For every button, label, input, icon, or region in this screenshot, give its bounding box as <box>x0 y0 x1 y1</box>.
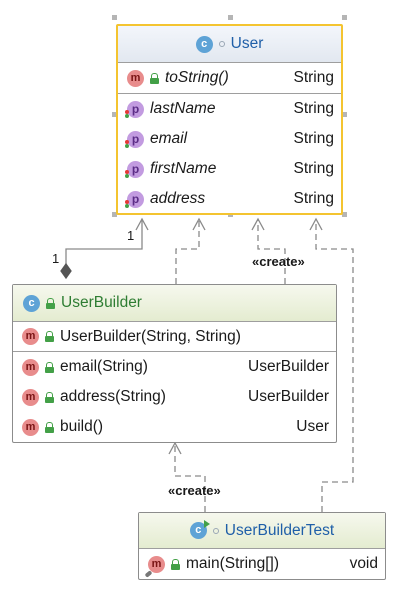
method-name: email(String) <box>60 358 148 375</box>
create-builder-user-arrowhead <box>251 217 265 231</box>
visibility-dot-icon <box>212 527 219 534</box>
field-type: String <box>293 100 335 117</box>
create-stereotype-label: «create» <box>168 483 221 498</box>
field-row[interactable]: p email String <box>118 124 341 154</box>
public-lock-icon <box>46 297 55 309</box>
constructors-section: m UserBuilder(String, String) <box>13 322 336 351</box>
method-return-type: User <box>296 418 329 435</box>
dependency-builder-user-line <box>175 219 200 284</box>
property-icon: p <box>125 100 144 118</box>
composition-arrowhead <box>135 217 149 231</box>
field-type: String <box>293 190 335 207</box>
field-name: lastName <box>150 100 216 117</box>
class-user-builder[interactable]: c UserBuilder m UserBuilder(String, Stri… <box>12 284 337 443</box>
property-icon: p <box>125 160 144 178</box>
selection-handle[interactable] <box>228 15 233 20</box>
method-row[interactable]: m main(String[]) void <box>139 549 385 579</box>
method-name: build() <box>60 418 104 435</box>
dependency-test-user-arrowhead <box>309 217 323 231</box>
methods-section: m main(String[]) void <box>139 549 385 579</box>
property-icon: p <box>125 130 144 148</box>
selection-handle[interactable] <box>342 112 347 117</box>
field-row[interactable]: p lastName String <box>118 94 341 124</box>
field-name: address <box>150 190 206 207</box>
composition-target-multiplicity: 1 <box>127 228 135 243</box>
method-row[interactable]: m build() User <box>13 412 336 442</box>
field-type: String <box>293 130 335 147</box>
property-icon: p <box>125 190 144 208</box>
field-name: email <box>150 130 188 147</box>
selection-handle[interactable] <box>112 112 117 117</box>
class-name: User <box>230 35 264 52</box>
class-name: UserBuilder <box>61 294 142 311</box>
class-name: UserBuilderTest <box>224 521 335 539</box>
dependency-test-user-line <box>315 219 354 512</box>
class-header: c User <box>118 26 341 63</box>
class-icon: c <box>23 294 40 312</box>
method-icon: m <box>22 358 39 376</box>
selection-handle[interactable] <box>112 15 117 20</box>
dependency-builder-user-arrowhead <box>192 217 206 231</box>
constructor-row[interactable]: m UserBuilder(String, String) <box>13 322 336 351</box>
static-method-icon: m <box>144 555 165 578</box>
composition-diamond <box>60 262 72 280</box>
public-lock-icon <box>45 361 54 373</box>
create-test-builder-arrowhead <box>168 441 182 455</box>
method-return-type: UserBuilder <box>248 358 329 375</box>
method-return-type: UserBuilder <box>248 388 329 405</box>
create-builder-user-line <box>257 219 286 284</box>
field-type: String <box>293 160 335 177</box>
public-lock-icon <box>45 391 54 403</box>
constructor-name: UserBuilder(String, String) <box>60 327 241 345</box>
methods-section: m email(String) UserBuilder m address(St… <box>13 351 336 442</box>
composition-line <box>65 219 143 264</box>
public-lock-icon <box>171 558 180 570</box>
method-return-type: void <box>349 555 378 572</box>
public-lock-icon <box>150 72 159 84</box>
class-user[interactable]: c User m toString() String p lastName St… <box>116 24 343 215</box>
method-name: main(String[]) <box>186 555 280 572</box>
class-header: c UserBuilder <box>13 285 336 322</box>
class-user-builder-test[interactable]: c UserBuilderTest m main(String[]) void <box>138 512 386 580</box>
field-row[interactable]: p firstName String <box>118 154 341 184</box>
selection-handle[interactable] <box>112 212 117 217</box>
field-row[interactable]: p address String <box>118 184 341 214</box>
class-icon: c <box>195 35 213 53</box>
class-header: c UserBuilderTest <box>139 513 385 549</box>
methods-section: m toString() String <box>118 63 341 93</box>
method-icon: m <box>22 388 39 406</box>
fields-section: p lastName String p email String p first… <box>118 93 341 214</box>
method-name: address(String) <box>60 388 166 405</box>
composition-source-multiplicity: 1 <box>52 251 60 266</box>
public-lock-icon <box>45 421 54 433</box>
field-name: firstName <box>150 160 217 177</box>
public-lock-icon <box>45 331 54 342</box>
method-icon: m <box>127 69 144 87</box>
method-row[interactable]: m toString() String <box>118 63 341 93</box>
method-name: toString() <box>165 69 229 86</box>
method-return-type: String <box>293 69 335 86</box>
visibility-dot-icon <box>218 41 225 47</box>
method-icon: m <box>22 328 39 345</box>
selection-handle[interactable] <box>342 15 347 20</box>
create-test-builder-line <box>174 443 206 512</box>
method-icon: m <box>22 418 39 436</box>
method-row[interactable]: m address(String) UserBuilder <box>13 382 336 412</box>
selection-handle[interactable] <box>342 212 347 217</box>
create-stereotype-label: «create» <box>252 254 305 269</box>
method-row[interactable]: m email(String) UserBuilder <box>13 352 336 382</box>
test-class-icon: c <box>189 520 210 539</box>
